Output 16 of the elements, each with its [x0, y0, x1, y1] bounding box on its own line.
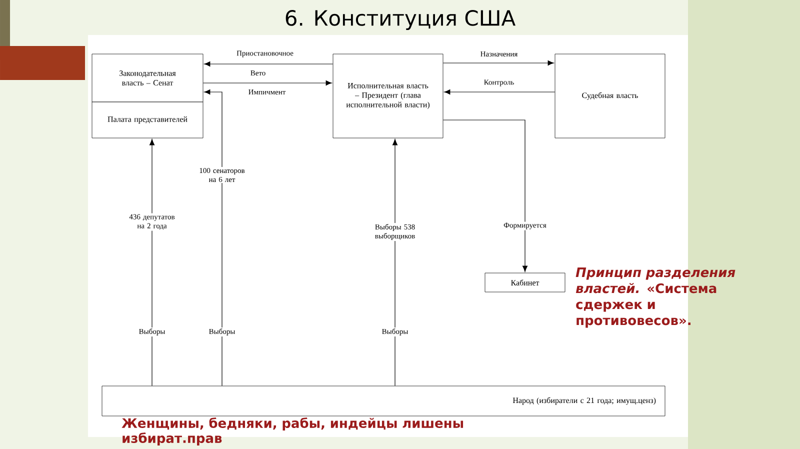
- process-box: Палата представителей: [92, 102, 204, 138]
- arrow: [202, 80, 332, 86]
- note-text: Принцип разделения властей. «Система сдержек и противовесов».: [576, 268, 736, 328]
- slide-title: 6. Конституция США: [286, 10, 516, 30]
- arrow: [204, 89, 222, 386]
- arrow: [444, 89, 556, 94]
- arrow: [204, 61, 334, 66]
- process-box: Судебная власть: [554, 54, 666, 138]
- arrow: [442, 120, 528, 272]
- process-box: Исполнительная власть – Президент (глава исполнительной власти): [332, 54, 444, 138]
- arrow: [442, 60, 554, 66]
- arrow: [392, 139, 398, 386]
- process-box: Народ (избиратели с 21 года; имущ.ценз): [102, 386, 666, 416]
- arrow: [150, 139, 155, 386]
- process-box: Кабинет: [484, 272, 566, 292]
- process-box: Законодательная власть – Сенат: [92, 54, 204, 102]
